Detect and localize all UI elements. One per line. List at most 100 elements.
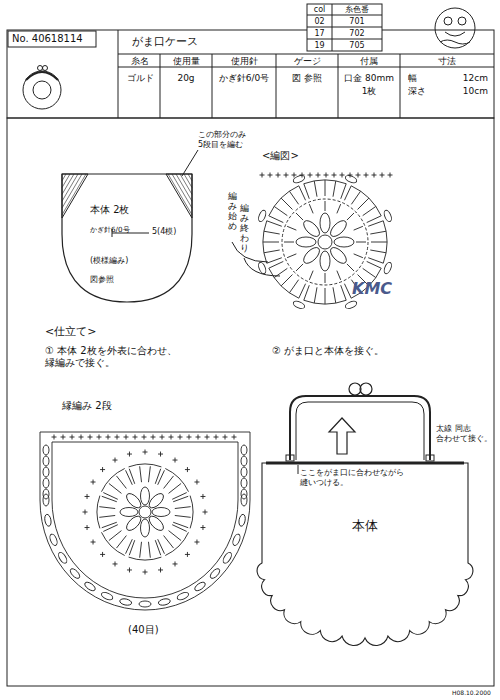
leader-lines — [112, 150, 280, 276]
stitch-post — [351, 191, 360, 204]
stitch-post — [173, 522, 188, 527]
table-cell: 寸法 — [400, 56, 494, 67]
stitch-post — [370, 250, 386, 253]
stitch-post — [309, 271, 313, 280]
finished-purse-body: 本体 — [262, 463, 468, 643]
cross-stitch — [91, 480, 96, 485]
edging-loop — [241, 478, 247, 488]
petal-stitch — [141, 487, 150, 505]
stitch-post — [304, 285, 309, 300]
stitch-post — [264, 231, 280, 234]
thumbnail-flower — [33, 81, 51, 99]
table-cell: 702 — [332, 29, 382, 39]
stitch-post — [299, 284, 306, 299]
cross-stitch — [143, 450, 148, 455]
body-outline — [62, 174, 192, 302]
hatch-line — [184, 174, 192, 188]
stitch-post — [304, 184, 309, 199]
stitch-post — [337, 271, 341, 280]
hatch-line — [188, 174, 192, 181]
stitch-post — [116, 476, 126, 489]
table-rule — [212, 54, 213, 118]
chain-loop — [383, 261, 393, 274]
table-cell: 深さ — [408, 86, 438, 97]
cross-stitch — [79, 435, 84, 440]
main-frame — [7, 118, 494, 686]
table-cell: 02 — [307, 17, 332, 27]
shape-outline — [62, 172, 192, 304]
cross-stitch — [97, 435, 102, 440]
stitch-post — [347, 213, 354, 220]
cross-stitch — [348, 173, 353, 178]
table-rule — [307, 15, 382, 16]
piece-note: (模様編み) — [90, 256, 128, 266]
hatch-line — [62, 174, 70, 188]
print-code: H08.10.2000 — [452, 689, 491, 696]
thumbnail-body — [23, 71, 61, 109]
petal-stitch — [152, 508, 170, 517]
table-cell: ゲージ — [276, 56, 338, 67]
stitch-post — [337, 204, 341, 213]
stitch-post — [267, 258, 282, 263]
table-cell: 口金 80mm — [338, 73, 400, 84]
cross-stitch — [364, 173, 369, 178]
thumbnail-purse — [23, 66, 61, 110]
stitch-post — [341, 285, 346, 300]
stitch-post — [287, 254, 296, 258]
stitch-post — [289, 191, 298, 204]
cross-stitch — [380, 173, 385, 178]
chain-round — [282, 199, 368, 285]
cross-stitch — [127, 567, 132, 572]
cross-stitch — [113, 561, 118, 566]
fan-arc — [351, 186, 381, 216]
stitch-post — [175, 515, 191, 517]
cross-stitch — [194, 480, 199, 485]
table-cell: 付属 — [338, 56, 400, 67]
table-cell: 使用量 — [160, 56, 212, 67]
logo-eye — [444, 17, 452, 25]
hatch-line — [176, 174, 192, 201]
cross-stitch — [178, 435, 183, 440]
section-heading: <編図> — [262, 150, 299, 162]
petal-stitch — [320, 213, 330, 233]
stitch-post — [314, 181, 317, 197]
edging-loop — [209, 567, 222, 580]
cross-stitch — [232, 435, 237, 440]
stitch-post — [344, 186, 351, 201]
cross-stitch — [260, 173, 265, 178]
stitch-post — [325, 201, 326, 211]
edging-loop — [83, 581, 96, 593]
stitch-post — [281, 198, 292, 209]
stitch-post — [333, 287, 336, 303]
edging-loop — [241, 445, 247, 455]
stitch-post — [358, 198, 369, 209]
cross-stitch — [173, 561, 178, 566]
text-row: (模様編み) — [90, 236, 192, 267]
start-label: 編み始め — [228, 192, 237, 232]
section-heading: <仕立て> — [45, 325, 96, 338]
text-row: 図参照 — [90, 267, 192, 286]
fan-arc — [101, 532, 124, 555]
table-cell: 19 — [307, 41, 332, 51]
edging-loop — [43, 445, 49, 455]
stitch-post — [126, 470, 133, 485]
stitch-post — [289, 280, 298, 293]
cross-stitch — [169, 435, 174, 440]
fan-arc — [101, 468, 124, 491]
cross-stitch — [223, 435, 228, 440]
cross-stitch — [356, 173, 361, 178]
cross-stitch — [205, 435, 210, 440]
step-note: ② がま口と本体を接ぐ。 — [272, 345, 384, 357]
chain-loop — [292, 300, 305, 310]
cross-stitch — [83, 510, 88, 515]
table-cell: 使用針 — [212, 56, 276, 67]
table-rule — [118, 54, 494, 55]
petal-stitch — [301, 245, 322, 266]
table-cell: 20g — [160, 73, 212, 84]
stitch-post — [367, 216, 382, 223]
stitch-post — [140, 542, 142, 558]
table-rule — [400, 54, 401, 118]
stitch-post — [368, 221, 383, 226]
sheet-title: がま口ケース — [132, 35, 198, 48]
